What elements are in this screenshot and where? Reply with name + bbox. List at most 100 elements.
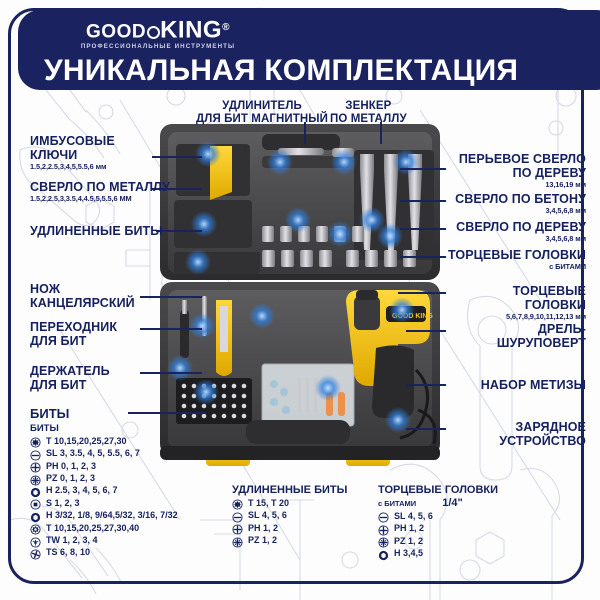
leader-line	[406, 384, 446, 386]
product-photo: GOOD KING	[160, 124, 440, 466]
leader-line	[304, 122, 306, 144]
callout-utility-knife: НОЖ КАНЦЕЛЯРСКИЙ	[30, 282, 135, 310]
sockets-rows: SL 4, 5, 6 PH 1, 2 PZ 1, 2 H 3,4,5	[378, 510, 498, 560]
callout-line1: НОЖ	[30, 282, 61, 296]
bit-list-item-label: H 3/32, 1/8, 9/64,5/32, 3/16, 7/32	[46, 510, 178, 521]
bit-list-item: T 10,15,20,25,27,30	[30, 435, 178, 448]
phillips-bit-icon	[30, 460, 41, 473]
callout-spec: 5,6,7,8,9,10,11,12,13 мм	[505, 312, 586, 321]
bit-list-item-label: PZ 1, 2	[248, 535, 278, 546]
leader-line	[398, 292, 446, 294]
leader-line	[140, 328, 202, 330]
callout-spade-wood-drill: ПЕРЬЕВОЕ СВЕРЛО ПО ДЕРЕВУ 13,16,19 мм	[459, 152, 586, 189]
leader-line	[400, 200, 446, 202]
callout-line2: КАНЦЕЛЯРСКИЙ	[30, 296, 135, 310]
leader-line	[140, 372, 202, 374]
slotted-bit-icon	[378, 510, 389, 523]
leader-line	[140, 296, 202, 298]
callout-spec: 3,4,5,6,8 мм	[545, 206, 586, 215]
callout-line2: ДЛЯ БИТ	[30, 334, 87, 348]
hex-bit-icon	[30, 485, 41, 498]
page-title: УНИКАЛЬНАЯ КОМПЛЕКТАЦИЯ	[44, 54, 519, 87]
bit-list-item-label: SL 3, 3.5, 4, 5, 5.5, 6, 7	[46, 448, 140, 459]
leader-line	[152, 156, 202, 158]
bit-list-item-label: TW 1, 2, 3, 4	[46, 535, 98, 546]
callout-line2: КЛЮЧИ	[30, 148, 78, 162]
callout-extended-bits: УДЛИНЕННЫЕ БИТЫ	[30, 224, 163, 238]
callout-spec: 13,16,19 мм	[545, 180, 586, 189]
bits-list: БИТЫ БИТЫ T 10,15,20,25,27,30 SL 3, 3.5,…	[30, 406, 178, 560]
sockets-list: ТОРЦЕВЫЕ ГОЛОВКИ с БИТАМИ 1/4" SL 4, 5, …	[378, 484, 498, 560]
callout-line2: ШУРУПОВЕРТ	[496, 336, 586, 350]
triwing-bit-icon	[30, 535, 41, 548]
phillips-bit-icon	[378, 523, 389, 536]
callout-line2: ДЛЯ БИТ	[30, 378, 87, 392]
hex-bit-icon	[378, 548, 389, 560]
bit-list-item: SL 3, 3.5, 4, 5, 5.5, 6, 7	[30, 448, 178, 461]
bit-list-item: PZ 1, 2	[378, 535, 498, 548]
leader-line	[406, 428, 446, 430]
leader-line	[156, 230, 202, 232]
callout-spec: 3,4,5,6,8 мм	[545, 234, 586, 243]
leader-line	[400, 228, 446, 230]
bit-list-item-label: PH 0, 1, 2, 3	[46, 460, 97, 471]
leader-line	[400, 168, 446, 170]
callout-line1: ДЕРЖАТЕЛЬ	[30, 364, 110, 378]
callout-spec: 1.5,2,2.5,3,3.5,4,4.5,5,5.5,6 ММ	[30, 194, 132, 203]
pozidriv-bit-icon	[378, 535, 389, 548]
callout-line1: ДРЕЛЬ-	[537, 322, 586, 336]
bit-list-item: S 1, 2, 3	[30, 497, 178, 510]
callout-bit-holder: ДЕРЖАТЕЛЬ ДЛЯ БИТ	[30, 364, 110, 392]
leader-line	[128, 412, 206, 414]
callout-sockets-with-bits: ТОРЦЕВЫЕ ГОЛОВКИ с БИТАМИ	[448, 248, 586, 271]
extended-bits-rows: T 15, T 20 SL 4, 5, 6 PH 1, 2 PZ 1, 2	[232, 497, 347, 548]
callout-hex-keys: ИМБУСОВЫЕ КЛЮЧИ 1.5,2,2.5,3,4,5,5.5,6 мм	[30, 134, 115, 171]
bit-list-item: PH 0, 1, 2, 3	[30, 460, 178, 473]
torx-bit-icon	[30, 435, 41, 448]
callout-bit-adapter: ПЕРЕХОДНИК ДЛЯ БИТ	[30, 320, 117, 348]
bits-list-subheading: БИТЫ	[30, 423, 59, 434]
callout-line1: СВЕРЛО ПО БЕТОНУ	[455, 192, 586, 206]
callout-spec: с БИТАМИ	[549, 262, 586, 271]
callout-line1: ТОРЦЕВЫЕ ГОЛОВКИ	[448, 248, 586, 262]
bit-list-item-label: PH 1, 2	[394, 523, 425, 534]
brand-good: GOOD	[86, 21, 147, 43]
bit-list-item: PH 1, 2	[378, 523, 498, 536]
gear-icon	[146, 26, 160, 40]
callout-metal-drill: СВЕРЛО ПО МЕТАЛЛУ 1.5,2,2.5,3,3.5,4,4.5,…	[30, 180, 170, 203]
bit-list-item-label: PZ 0, 1, 2, 3	[46, 473, 96, 484]
leader-line	[152, 188, 202, 190]
sockets-size: 1/4"	[442, 497, 463, 509]
callout-wood-drill: СВЕРЛО ПО ДЕРЕВУ 3,4,5,6,8 мм	[456, 220, 586, 243]
bit-list-item-label: H 3,4,5	[394, 548, 424, 559]
callout-line1: СВЕРЛО ПО МЕТАЛЛУ	[30, 180, 170, 194]
slotted-bit-icon	[232, 510, 243, 523]
registered-icon: ®	[222, 22, 230, 33]
bit-list-item-label: PH 1, 2	[248, 522, 279, 533]
bit-list-item-label: T 15, T 20	[248, 497, 290, 508]
callout-line1: ТОРЦЕВЫЕ	[512, 284, 586, 298]
bit-list-item: PZ 0, 1, 2, 3	[30, 473, 178, 486]
bits-list-heading: БИТЫ	[30, 406, 70, 421]
callout-line1: ПЕРЬЕВОЕ СВЕРЛО	[458, 152, 586, 166]
bit-list-item: TW 1, 2, 3, 4	[30, 535, 178, 548]
bit-list-item: TS 6, 8, 10	[30, 547, 178, 560]
extended-bits-heading: УДЛИНЕННЫЕ БИТЫ	[232, 484, 348, 496]
bit-list-item: H 2.5, 3, 4, 5, 6, 7	[30, 485, 178, 498]
pozidriv-bit-icon	[30, 473, 41, 486]
pozidriv-bit-icon	[232, 535, 243, 548]
bit-list-item: H 3,4,5	[378, 548, 498, 560]
sockets-heading: ТОРЦЕВЫЕ ГОЛОВКИ	[378, 484, 499, 496]
callout-fasteners-set: НАБОР МЕТИЗЫ	[481, 378, 586, 392]
bit-list-item-label: S 1, 2, 3	[46, 497, 80, 508]
torqset-bit-icon	[30, 547, 41, 560]
leader-line	[400, 256, 446, 258]
callout-line1: ЗАРЯДНОЕ	[515, 420, 586, 434]
torx-bit-icon	[232, 497, 243, 510]
bit-list-item-label: TS 6, 8, 10	[46, 547, 91, 558]
callout-line1: УДЛИНИТЕЛЬ	[222, 100, 302, 112]
